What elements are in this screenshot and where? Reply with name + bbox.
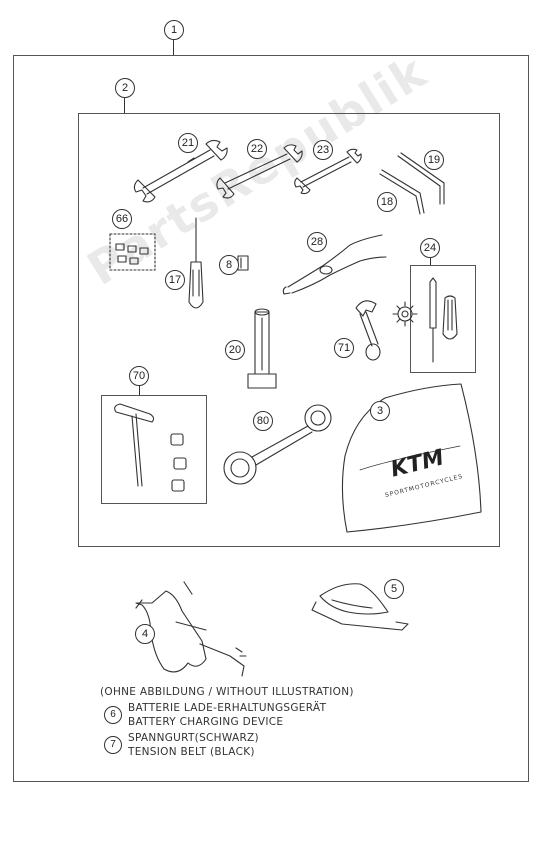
ring-spanner-80-icon [223, 404, 332, 485]
callout-66[interactable]: 66 [112, 209, 132, 229]
callout-8[interactable]: 8 [219, 255, 239, 275]
callout-80[interactable]: 80 [253, 411, 273, 431]
note-7-number: 7 [104, 736, 122, 754]
socket-bits-icon [170, 433, 187, 492]
ktm-logo-brand: KTM [388, 445, 446, 482]
note-7-german: SPANNGURT(SCHWARZ) [128, 732, 259, 744]
gear-icon [392, 301, 418, 327]
note-6-number: 6 [104, 706, 122, 724]
wrench-23-icon [294, 148, 362, 195]
ktm-logo: KTM SPORTMOTORCYCLES [384, 445, 464, 499]
callout-21[interactable]: 21 [178, 133, 198, 153]
callout-1[interactable]: 1 [164, 20, 184, 40]
callout-22[interactable]: 22 [247, 139, 267, 159]
note-7-english: TENSION BELT (BLACK) [128, 746, 255, 758]
note-6-english: BATTERY CHARGING DEVICE [128, 716, 284, 728]
notes-header: (OHNE ABBILDUNG / WITHOUT ILLUSTRATION) [100, 686, 354, 698]
callout-70[interactable]: 70 [129, 366, 149, 386]
hex-key-19-icon [397, 152, 445, 205]
mudguard-holder-4-icon [135, 581, 247, 677]
callout-5[interactable]: 5 [384, 579, 404, 599]
screwdriver-17-icon [188, 217, 204, 309]
callout-19[interactable]: 19 [424, 150, 444, 170]
tool-pouch-3-icon [341, 383, 482, 533]
leader-1 [173, 40, 174, 55]
leader-70 [139, 384, 140, 395]
pliers-28-icon [282, 234, 387, 295]
box-spanner-20-icon [247, 308, 277, 389]
callout-24[interactable]: 24 [420, 238, 440, 258]
callout-3[interactable]: 3 [370, 401, 390, 421]
callout-4[interactable]: 4 [135, 624, 155, 644]
t-handle-70-icon [114, 403, 155, 487]
leader-2 [124, 97, 125, 113]
strap-bag-5-icon [311, 583, 409, 631]
wrench-21-icon [133, 139, 228, 203]
callout-20[interactable]: 20 [225, 340, 245, 360]
toolkit-frame [78, 113, 500, 547]
callout-28[interactable]: 28 [307, 232, 327, 252]
callout-2[interactable]: 2 [115, 78, 135, 98]
fuse-pack-66-icon [109, 233, 156, 271]
leader-24 [430, 258, 431, 265]
callout-18[interactable]: 18 [377, 192, 397, 212]
hex-key-18-icon [379, 169, 425, 215]
note-6-german: BATTERIE LADE-ERHALTUNGSGERÄT [128, 702, 327, 714]
callout-23[interactable]: 23 [313, 140, 333, 160]
wrench-22-icon [216, 144, 303, 199]
screwdriver-set-24-icon [429, 277, 458, 363]
callout-17[interactable]: 17 [165, 270, 185, 290]
outer-frame [13, 55, 529, 782]
callout-71[interactable]: 71 [334, 338, 354, 358]
subkit-70-frame [101, 395, 207, 504]
spanner-71-icon [355, 300, 381, 361]
clip-8-icon [237, 255, 249, 271]
